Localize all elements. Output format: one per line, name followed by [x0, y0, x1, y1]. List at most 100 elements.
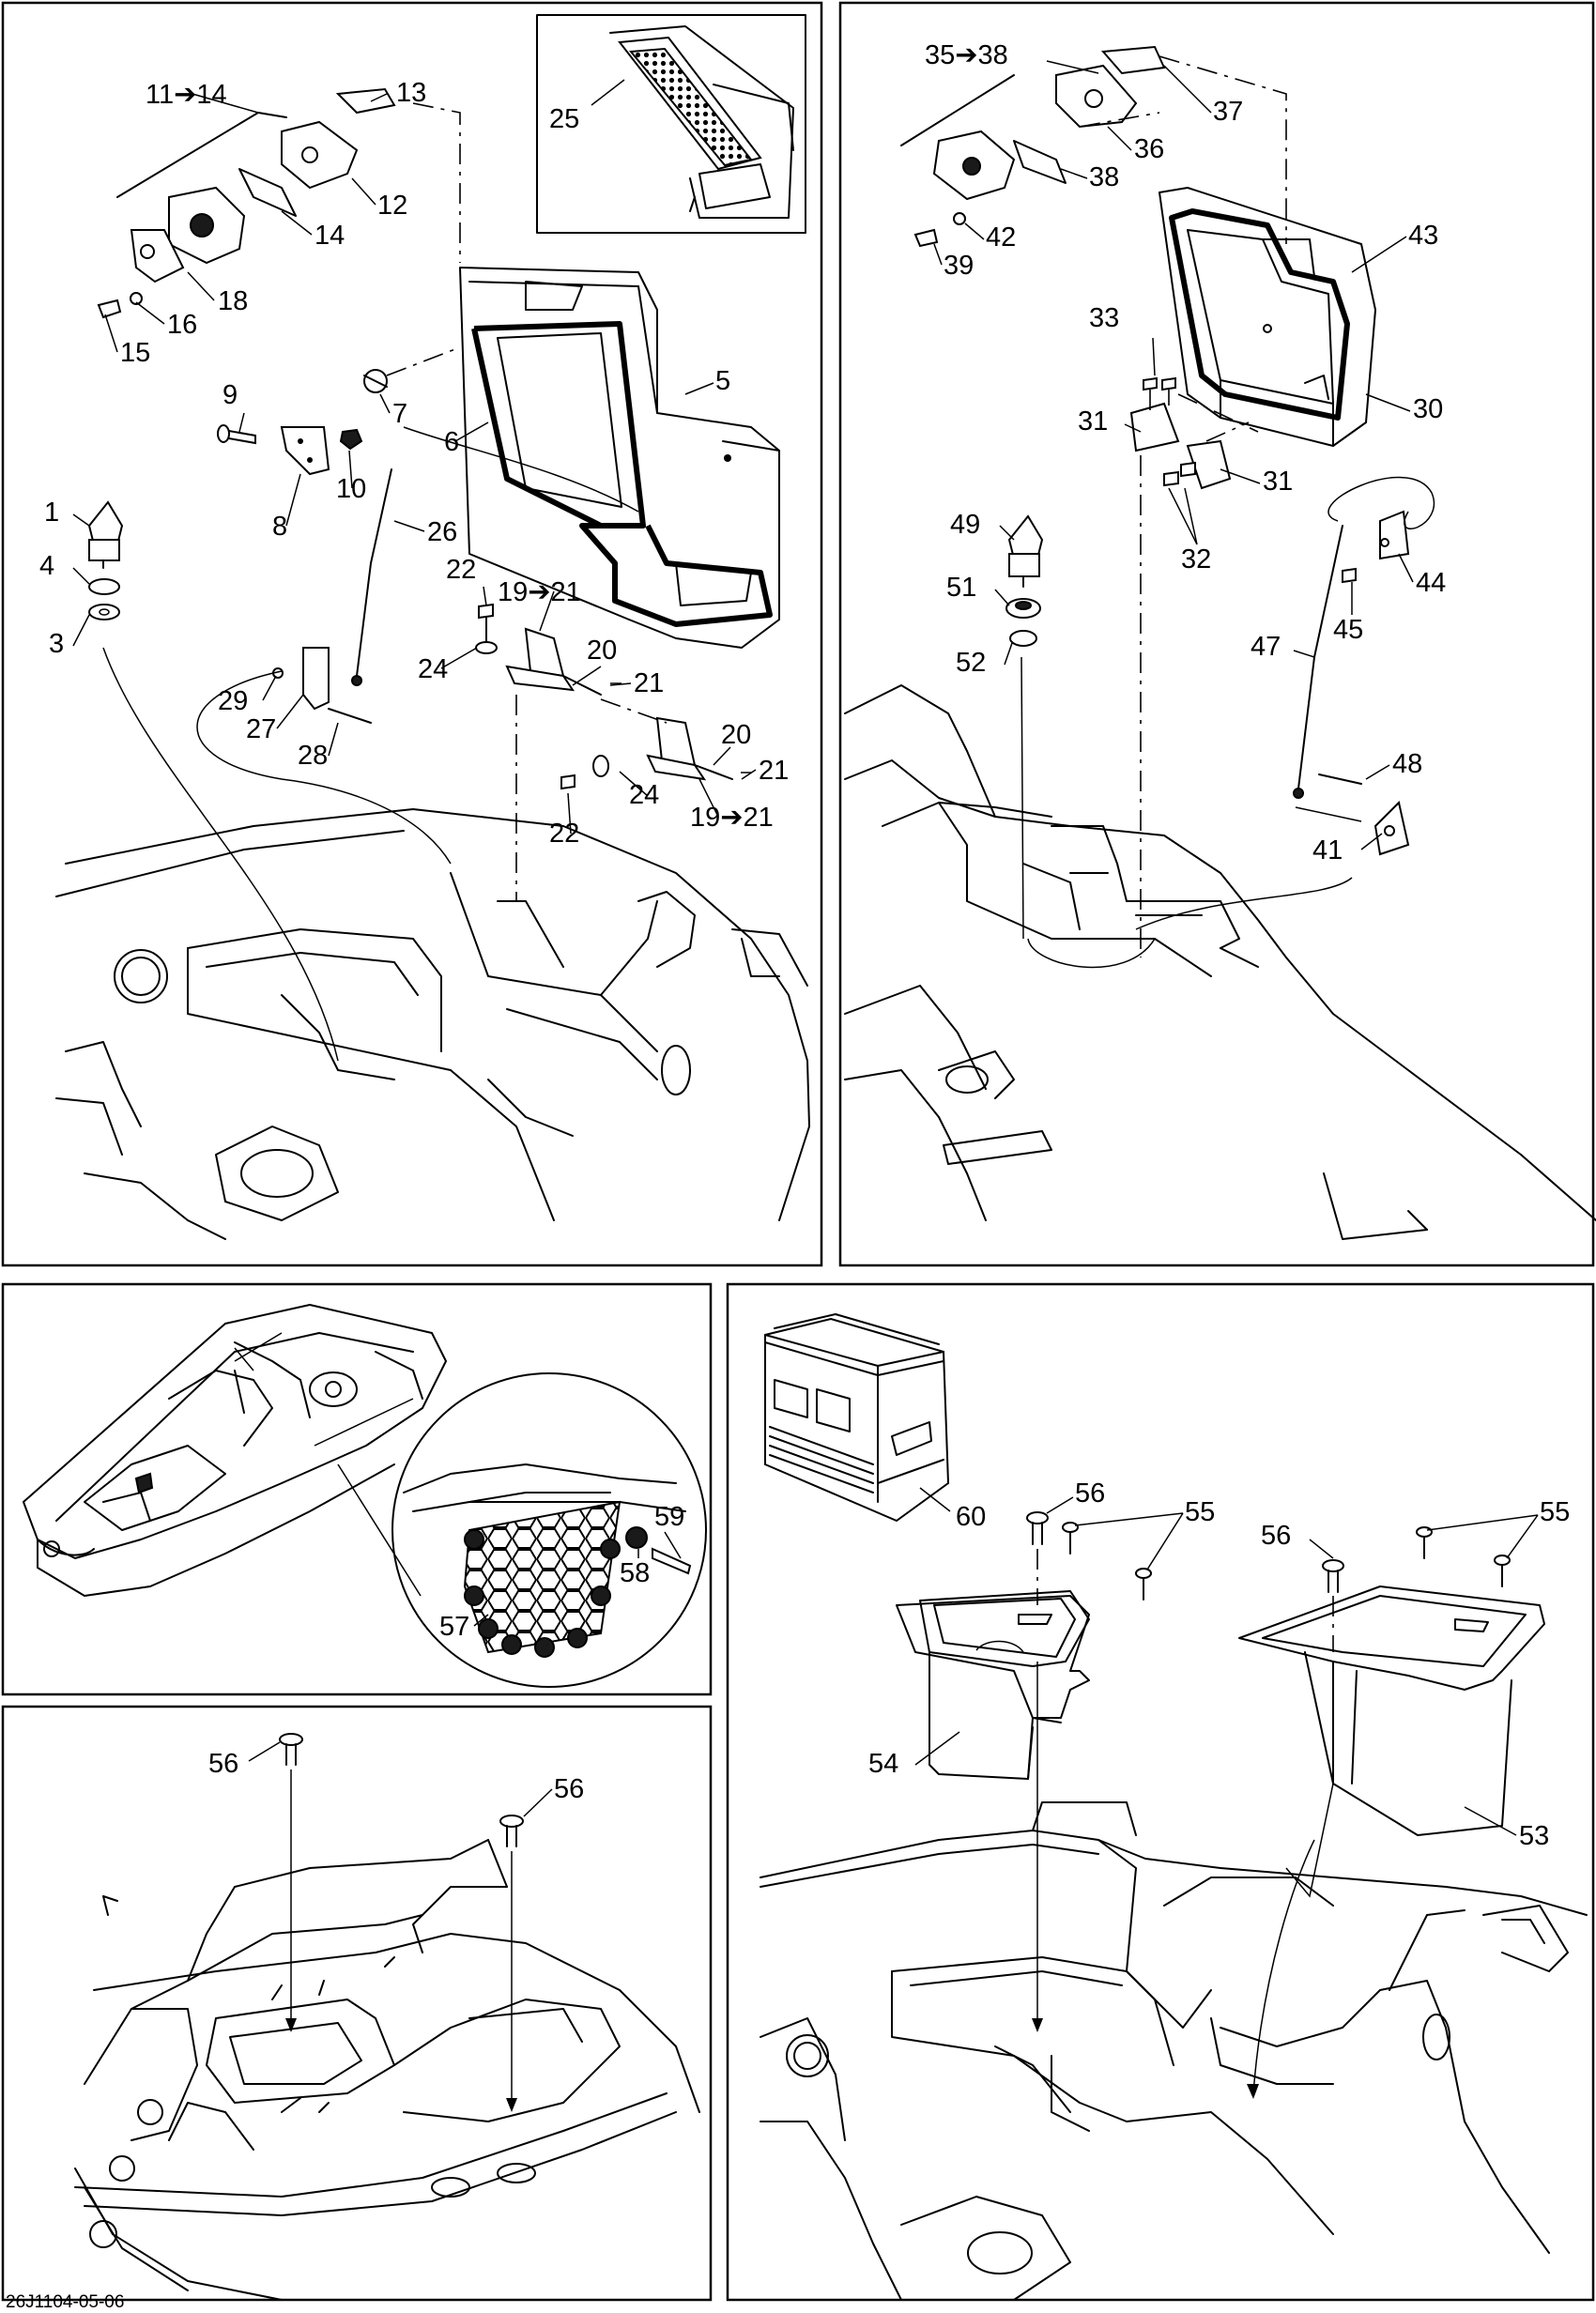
- callout-59: 59: [654, 1502, 684, 1532]
- callout-55-tray-right: 55: [1540, 1497, 1570, 1527]
- callout-31-left: 31: [1078, 406, 1108, 437]
- callout-36: 36: [1134, 134, 1164, 164]
- callout-20-lower: 20: [721, 720, 751, 750]
- callout-13: 13: [396, 78, 426, 108]
- callout-21-lower: 21: [759, 756, 789, 786]
- callout-20: 20: [587, 636, 617, 666]
- callout-26: 26: [427, 517, 457, 547]
- callouts-mid-left: 59 58 57: [439, 1502, 684, 1642]
- callouts-top-left: 11➔14 13 25 12 14 18 16 15 7 5 9 6 10 8 …: [39, 78, 789, 849]
- callout-1: 1: [44, 498, 59, 528]
- panel-mid-left: 59 58 57: [23, 1304, 707, 1688]
- callouts-right-bottom: 60 56 55 56 55 54 53: [868, 1478, 1570, 1851]
- panel-top-right: 35➔38 37 36 38 42 39 43 33 30 31 31 32 4…: [844, 40, 1596, 1240]
- tray-screws: [1026, 1511, 1511, 2099]
- callout-14: 14: [315, 221, 345, 251]
- callout-3: 3: [49, 629, 64, 659]
- boat-overview: [23, 1304, 447, 1597]
- cooler: [764, 1313, 950, 1523]
- panel-top-left-frame: [1, 1, 823, 1267]
- figure-code: 26J1104-05-06: [6, 2292, 124, 2312]
- callout-49: 49: [950, 510, 980, 540]
- callout-6: 6: [444, 427, 459, 457]
- callout-9: 9: [223, 380, 238, 410]
- screws-bottom-left: [279, 1733, 524, 2112]
- hull-drawing-bottom-left: [74, 1839, 700, 2301]
- zoom-detail-circle: [314, 1372, 707, 1688]
- storage-tray-right: [1238, 1585, 1545, 1836]
- callout-8: 8: [272, 512, 287, 542]
- callout-52: 52: [956, 648, 986, 678]
- callout-19-21-lower: 19➔21: [690, 803, 774, 833]
- callout-28: 28: [298, 741, 328, 771]
- callout-27: 27: [246, 714, 276, 744]
- callout-22-lower: 22: [549, 819, 579, 849]
- callout-58: 58: [620, 1558, 650, 1588]
- storage-tray-left: [896, 1590, 1090, 1780]
- callout-56-tray-right: 56: [1261, 1521, 1291, 1551]
- callout-39: 39: [944, 251, 974, 281]
- latch-assembly: [97, 87, 461, 319]
- callout-33: 33: [1089, 303, 1119, 333]
- seat-backrest-assembly: [459, 267, 780, 649]
- callout-24-lower: 24: [629, 780, 659, 810]
- callout-60: 60: [956, 1502, 986, 1532]
- callout-44: 44: [1416, 568, 1446, 598]
- callouts-bottom-left: 56 56: [208, 1741, 584, 1817]
- callouts-top-right: 35➔38 37 36 38 42 39 43 33 30 31 31 32 4…: [925, 40, 1446, 865]
- latch-assembly-right: [900, 45, 1287, 248]
- callout-32: 32: [1181, 544, 1211, 574]
- callout-41: 41: [1312, 835, 1343, 865]
- panel-right-bottom-frame: [726, 1282, 1595, 2302]
- hull-drawing-top-left: [55, 808, 810, 1240]
- panel-top-left: 11➔14 13 25 12 14 18 16 15 7 5 9 6 10 8 …: [39, 14, 810, 1240]
- bumper-parts-right: [1005, 514, 1044, 940]
- small-parts-top-left: [87, 346, 733, 1062]
- inset-seat-with-mesh: [609, 25, 794, 219]
- callout-12: 12: [377, 191, 407, 221]
- callout-56-left: 56: [208, 1749, 238, 1779]
- callout-47: 47: [1251, 632, 1281, 662]
- panel-bottom-left-frame: [1, 1705, 713, 2302]
- inset-box: [536, 14, 806, 234]
- panel-right-bottom: 60 56 55 56 55 54 53: [760, 1313, 1588, 2301]
- callout-25: 25: [549, 104, 579, 134]
- mesh-retainers: [464, 1529, 621, 1658]
- callout-31-right: 31: [1263, 467, 1293, 497]
- hinge-parts-right: [1129, 376, 1259, 957]
- panel-top-right-frame: [838, 1, 1595, 1267]
- panel-bottom-left: 56 56: [74, 1733, 700, 2301]
- callout-56-tray-left: 56: [1075, 1478, 1105, 1509]
- callout-48: 48: [1392, 749, 1422, 779]
- callout-51: 51: [946, 573, 976, 603]
- callout-7: 7: [392, 399, 407, 429]
- callout-43: 43: [1408, 221, 1438, 251]
- panel-mid-left-frame: [1, 1282, 713, 1696]
- callout-56-right: 56: [554, 1774, 584, 1804]
- callout-57: 57: [439, 1612, 469, 1642]
- strut-parts-right: [1293, 476, 1435, 856]
- callout-29: 29: [218, 686, 248, 716]
- callout-4: 4: [39, 551, 54, 581]
- callout-19-21: 19➔21: [498, 577, 581, 607]
- hull-drawing-bottom-right: [760, 1801, 1588, 2301]
- callout-35-38: 35➔38: [925, 40, 1008, 70]
- callout-30: 30: [1413, 394, 1443, 424]
- callout-55-tray-left: 55: [1185, 1497, 1215, 1527]
- callout-21: 21: [634, 668, 664, 698]
- backrest-right: [1159, 187, 1376, 447]
- callout-18: 18: [218, 286, 248, 316]
- callout-22: 22: [446, 555, 476, 585]
- callout-11-14: 11➔14: [146, 80, 227, 110]
- callout-45: 45: [1333, 615, 1363, 645]
- callout-15: 15: [120, 338, 150, 368]
- callout-37: 37: [1213, 97, 1243, 127]
- callout-42: 42: [986, 222, 1016, 253]
- callout-53: 53: [1519, 1821, 1549, 1851]
- callout-5: 5: [715, 366, 730, 396]
- callout-38: 38: [1089, 162, 1119, 192]
- callout-16: 16: [167, 310, 197, 340]
- callout-24: 24: [418, 654, 448, 684]
- hull-drawing-top-right: [844, 684, 1596, 1240]
